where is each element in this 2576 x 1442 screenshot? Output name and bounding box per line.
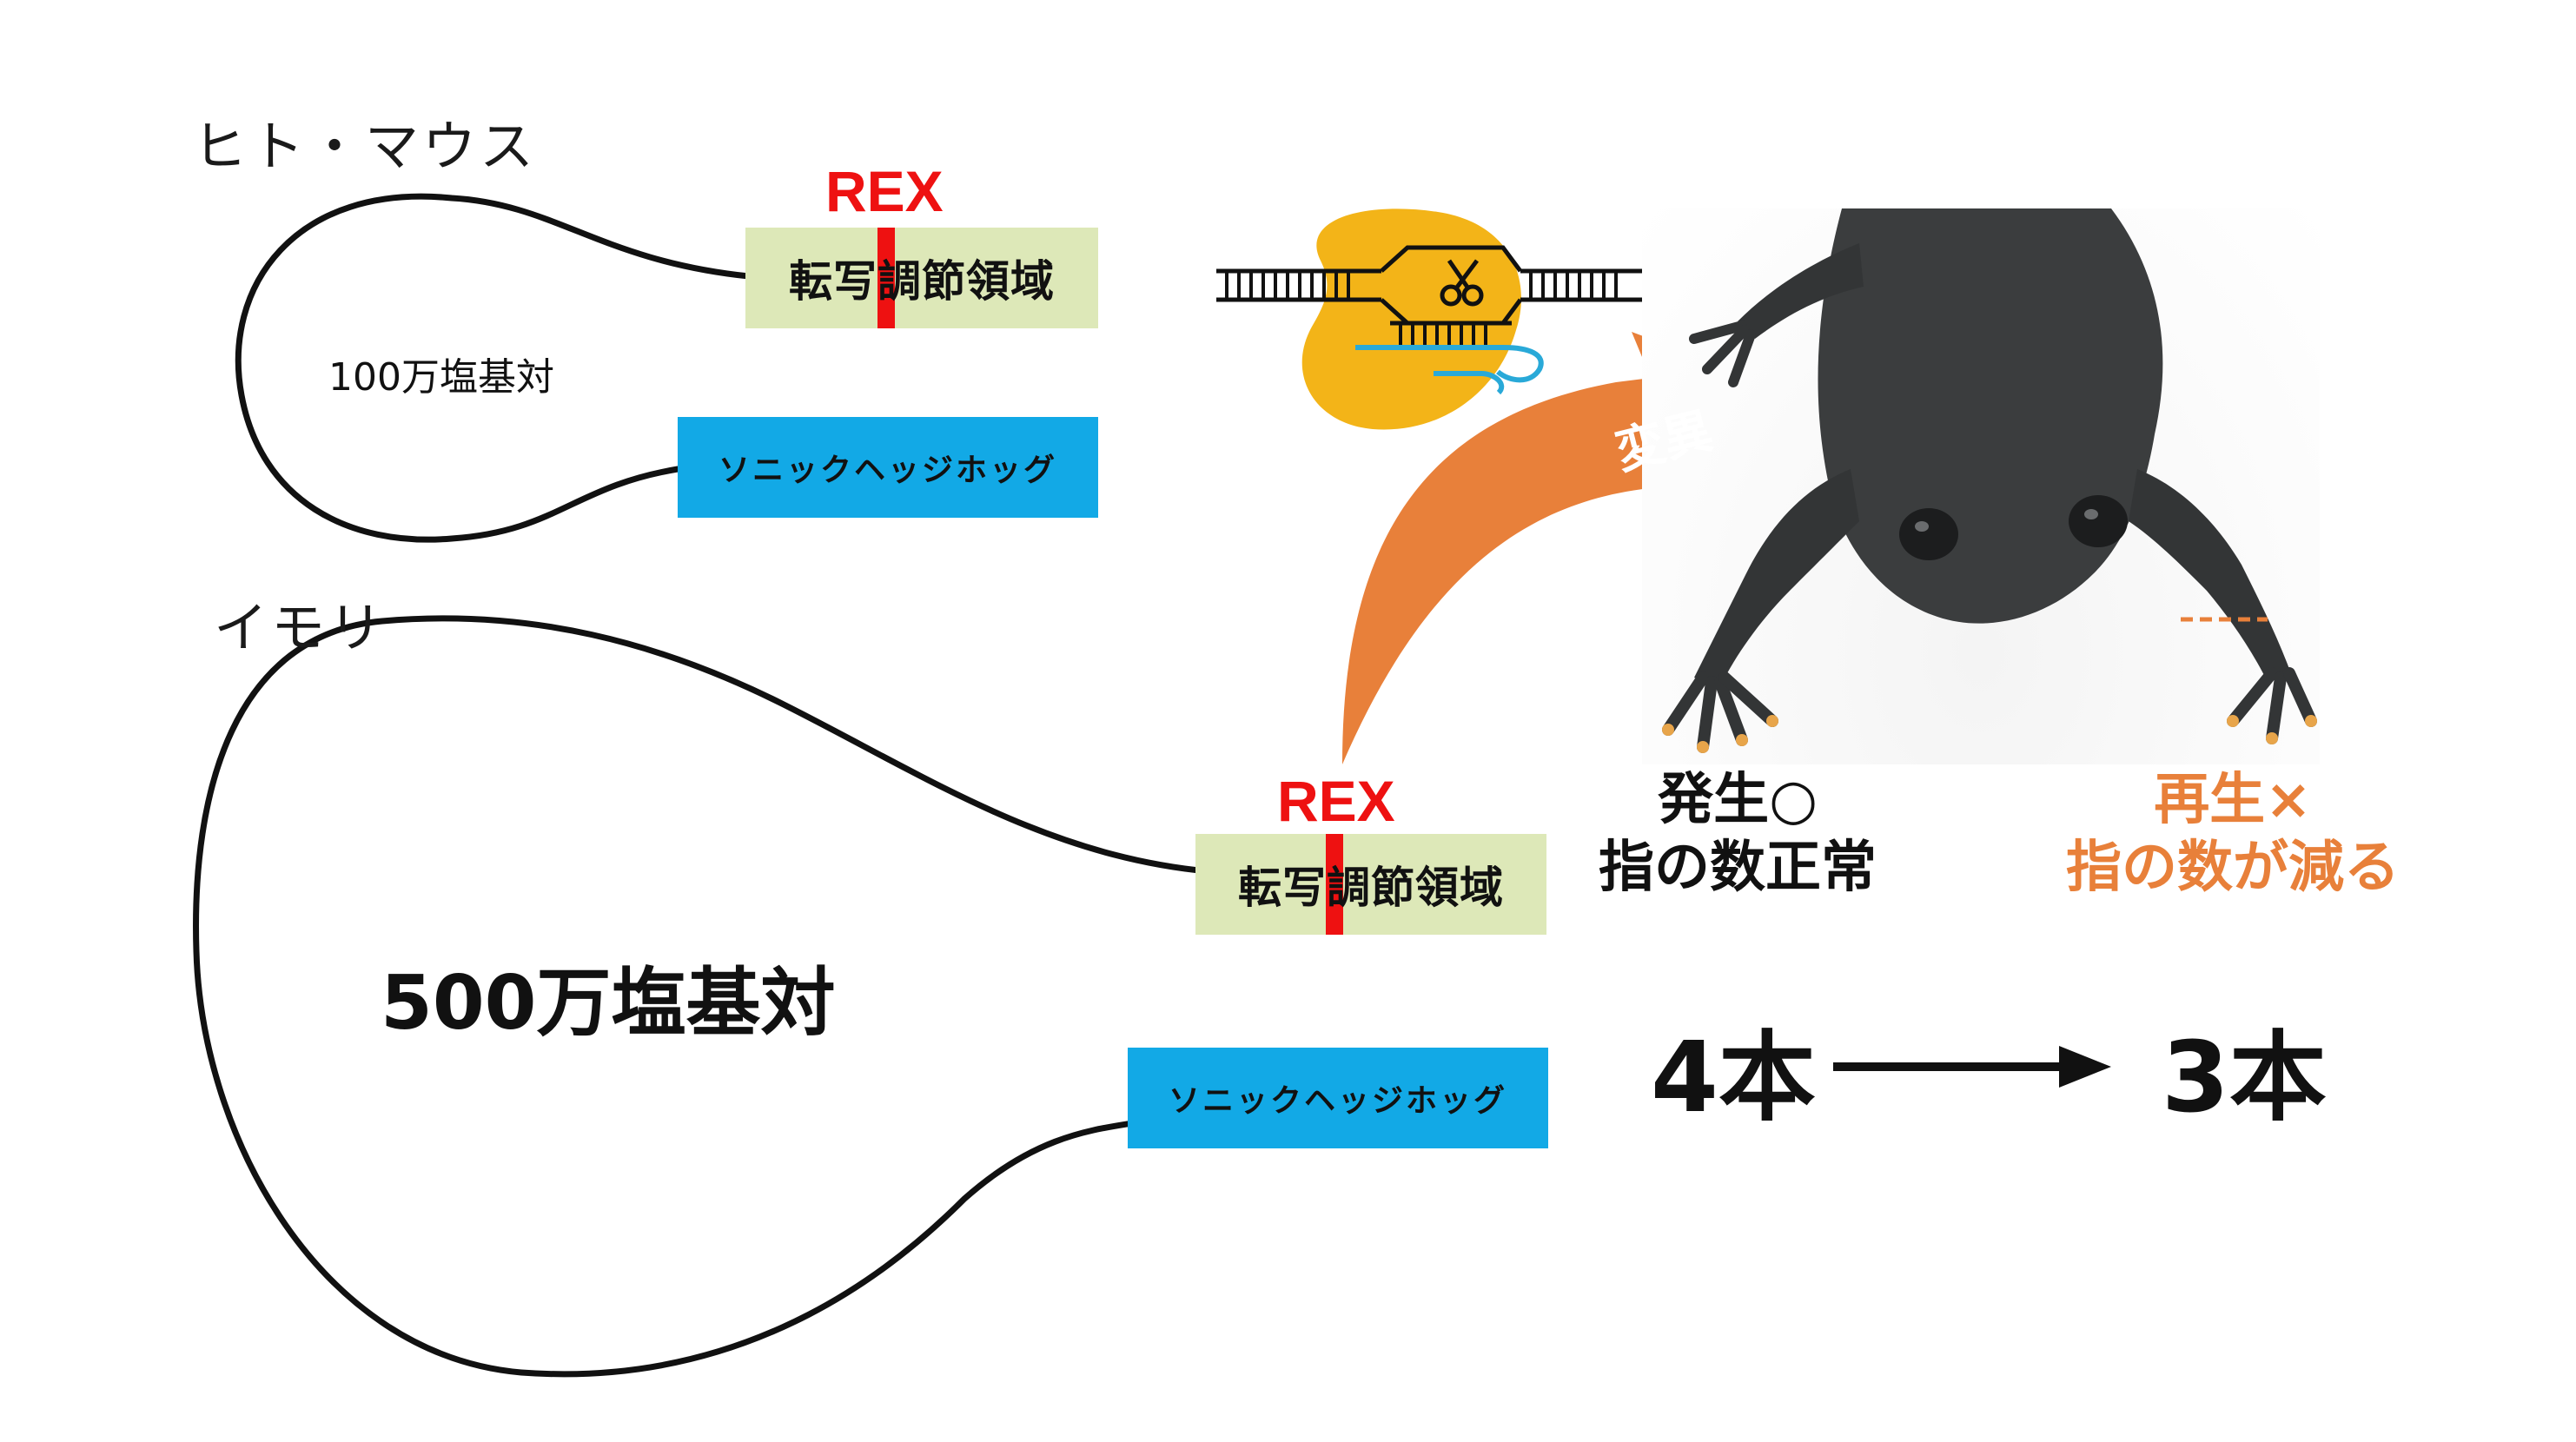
newt-shh-gene-label: ソニックヘッジホッグ bbox=[1168, 1083, 1507, 1119]
newt-regulatory-region-label: 転写調節領域 bbox=[1238, 863, 1504, 913]
newt-left-forelimb bbox=[1694, 469, 1859, 686]
newt-genome-size: 500万塩基対 bbox=[381, 960, 836, 1047]
mammal-genome-size: 100万塩基対 bbox=[328, 355, 554, 400]
development-result-line1: 発生○ bbox=[1658, 768, 1818, 832]
mammal-shh-gene-label: ソニックヘッジホッグ bbox=[718, 453, 1057, 488]
digit-count-arrow bbox=[1833, 1046, 2111, 1088]
newt-photo bbox=[1642, 208, 2320, 764]
mammal-rex-marker bbox=[877, 228, 895, 328]
newt-genome-loop bbox=[193, 615, 1211, 1378]
newt-right-eye bbox=[2069, 495, 2128, 547]
newt-right-forelimb bbox=[2129, 469, 2289, 682]
regeneration-result-line2: 指の数が減る bbox=[2066, 836, 2400, 901]
newt-shh-gene: ソニックヘッジホッグ bbox=[1128, 1048, 1548, 1148]
newt-regulatory-region: 転写調節領域 bbox=[1195, 834, 1546, 935]
regeneration-result-line1: 再生× bbox=[2154, 768, 2312, 832]
mammal-rex-label: REX bbox=[825, 159, 944, 223]
newt-upper-left-limb bbox=[1738, 243, 1864, 339]
regeneration-result: 再生× 指の数が減る bbox=[2033, 766, 2433, 902]
newt-left-eye bbox=[1899, 508, 1958, 560]
development-result-line2: 指の数正常 bbox=[1599, 836, 1877, 901]
mammal-regulatory-region-label: 転写調節領域 bbox=[789, 256, 1055, 307]
digit-count-before: 4本 bbox=[1651, 1022, 1816, 1134]
mammal-shh-gene: ソニックヘッジホッグ bbox=[678, 417, 1098, 518]
crispr-cas9-icon bbox=[1216, 208, 1642, 430]
newt-right-fingers bbox=[2227, 667, 2317, 744]
newt-rex-marker bbox=[1326, 834, 1343, 935]
scissors-icon bbox=[1440, 259, 1484, 307]
development-result: 発生○ 指の数正常 bbox=[1564, 766, 1911, 902]
mammal-species-label: ヒト・マウス bbox=[193, 115, 538, 178]
newt-rex-label: REX bbox=[1277, 769, 1395, 833]
newt-left-fingers bbox=[1662, 671, 1778, 753]
digit-count-after: 3本 bbox=[2162, 1022, 2327, 1134]
mammal-regulatory-region: 転写調節領域 bbox=[745, 228, 1098, 328]
mammal-genome-loop bbox=[235, 193, 752, 543]
newt-species-label: イモリ bbox=[214, 596, 387, 659]
newt-body bbox=[1818, 208, 2163, 624]
